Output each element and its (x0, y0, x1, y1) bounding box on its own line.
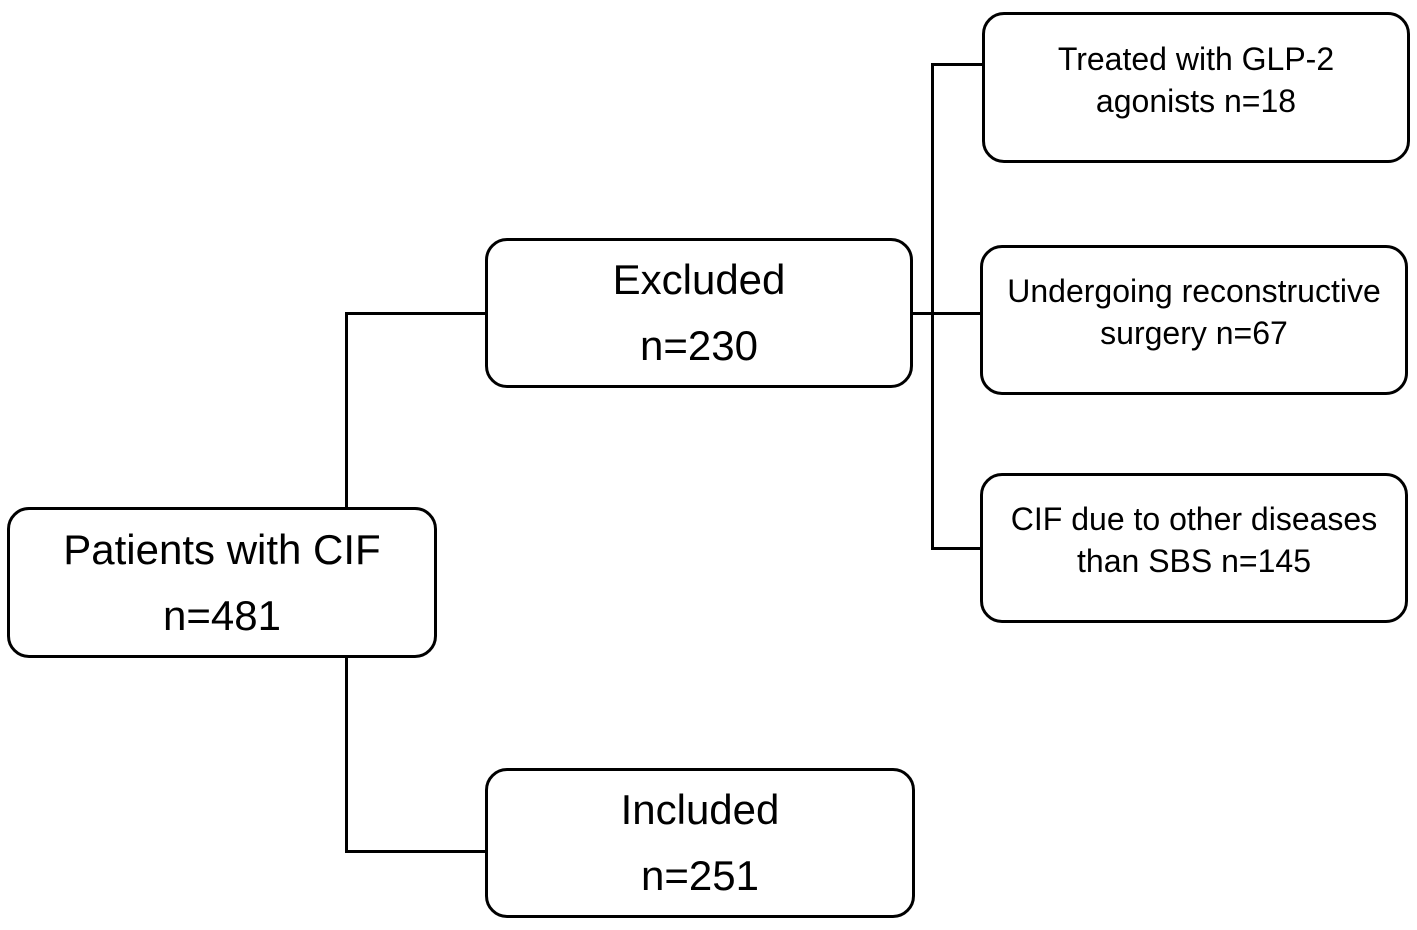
connector-excluded-branches-trunk (931, 63, 934, 550)
node-excluded: Excluded n=230 (485, 238, 913, 388)
node-undergoing-reconstructive-surgery: Undergoing reconstructive surgery n=67 (980, 245, 1408, 395)
connector-patients-to-included-vertical (345, 657, 348, 853)
connector-branch-surgery (913, 312, 980, 315)
node-surgery-label-line2: surgery n=67 (1100, 315, 1288, 351)
node-included-count: n=251 (641, 852, 759, 899)
node-patients-label: Patients with CIF (63, 525, 381, 573)
node-other-label-line2: than SBS n=145 (1077, 543, 1311, 579)
node-glp2-label-line1: Treated with GLP-2 (1057, 40, 1335, 77)
node-patients-count: n=481 (163, 591, 281, 639)
connector-branch-glp2 (931, 63, 982, 66)
node-other-label-line1: CIF due to other diseases (1010, 501, 1378, 537)
node-treated-with-glp2-agonists: Treated with GLP-2 agonists n=18 (982, 12, 1410, 163)
connector-patients-to-included-horizontal (345, 850, 485, 853)
connector-branch-other-diseases (931, 547, 980, 550)
node-excluded-label: Excluded (612, 256, 786, 303)
node-excluded-count: n=230 (640, 322, 758, 369)
node-included: Included n=251 (485, 768, 915, 918)
node-included-label: Included (620, 786, 780, 833)
node-glp2-label-line2: agonists n=18 (1095, 82, 1297, 119)
node-cif-due-to-other-diseases: CIF due to other diseases than SBS n=145 (980, 473, 1408, 623)
connector-patients-to-excluded-horizontal (345, 312, 485, 315)
connector-patients-to-excluded-vertical (345, 312, 348, 507)
node-surgery-label-line1: Undergoing reconstructive (1007, 273, 1381, 309)
node-patients-with-cif: Patients with CIF n=481 (7, 507, 437, 658)
